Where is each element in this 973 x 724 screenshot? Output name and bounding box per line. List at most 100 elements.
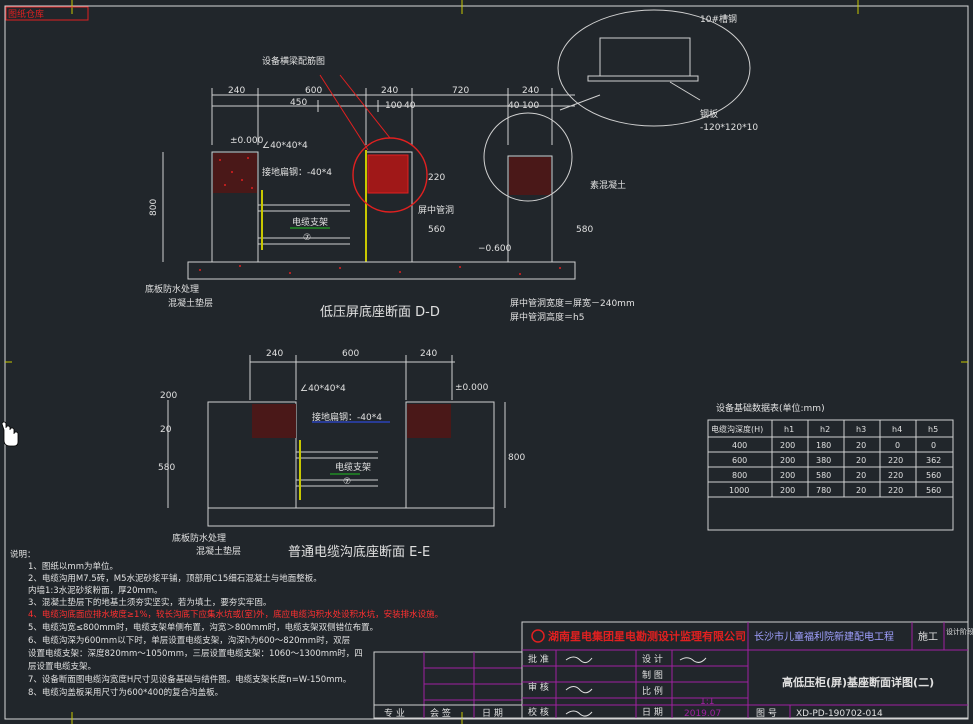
table-cell: 1000 (729, 486, 749, 495)
notes: 说明： 1、图纸以mm为单位。 2、电缆沟用M7.5砖，M5水泥砂浆平铺，顶部用… (10, 549, 443, 698)
note-line: 层设置电缆支架。 (28, 661, 96, 672)
dim-dd-240b: 240 (381, 86, 398, 96)
table-cell: 362 (926, 456, 941, 465)
dim-dd-580: 580 (576, 225, 593, 235)
note-line: 2、电缆沟用M7.5砖，M5水泥砂浆平铺，顶部用C15细石混凝土与地面整板。 (28, 573, 322, 584)
label-design: 设 计 (642, 653, 663, 665)
sign-label-countersign: 会 签 (430, 707, 451, 719)
hand-cursor-icon (1, 421, 19, 447)
label-level-top-ee: ±0.000 (455, 383, 489, 393)
table-cell: 20 (856, 456, 866, 465)
table-cell: 0 (895, 441, 900, 450)
table-cell: 780 (816, 486, 831, 495)
dim-dd-220: 220 (428, 173, 445, 183)
label-approve: 批 准 (528, 653, 549, 665)
table-header-1: h1 (784, 425, 794, 434)
dim-dd-720: 720 (452, 86, 469, 96)
section-ee-title: 普通电缆沟底座断面 E-E (288, 544, 430, 560)
label-equip-callout: 设备横梁配筋图 (262, 55, 325, 67)
label-note-hole1: 屏中管洞宽度＝屏宽－240mm (510, 297, 635, 309)
dim-dd-240a: 240 (228, 86, 245, 96)
label-plate: 钢板 (700, 108, 718, 120)
table-cell: 220 (888, 471, 903, 480)
label-drawing-no: 图 号 (756, 708, 777, 719)
table-cell: 200 (780, 441, 795, 450)
label-drafting: 制 图 (642, 669, 663, 681)
table-cell: 200 (780, 486, 795, 495)
dim-dd-100a: 100 (385, 101, 402, 111)
label-cable-support-ee: 电缆支架 (335, 461, 371, 473)
label-callout-num-dd: ⑦ (303, 233, 311, 243)
sign-label-date: 日 期 (482, 708, 503, 719)
table-header-0: 电缆沟深度(H) (711, 424, 763, 434)
table-cell: 560 (926, 471, 941, 480)
dim-dd-100b: 100 (522, 101, 539, 111)
equipment-table: 设备基础数据表(单位:mm) 电缆沟深度(H) h1 h2 h3 h4 h5 4… (707, 402, 954, 531)
title-block: 专 业 会 签 日 期 湖南星电集团星电勘测设计监理有限公司 长沙市儿童福利院新… (373, 621, 973, 719)
label-fill-soil-dd: 素混凝土 (590, 179, 626, 191)
dim-ee-200: 200 (160, 391, 177, 401)
dim-dd-560: 560 (428, 225, 445, 235)
table-cell: 800 (732, 471, 747, 480)
label-callout-num-ee: ⑦ (343, 477, 351, 487)
note-line: 设置电缆支架：深度820mm～1050mm，三层设置电缆支架：1060～1300… (28, 648, 363, 659)
dim-dd-40b: 40 (508, 101, 520, 111)
note-line: 6、电缆沟深为600mm以下时，单层设置电缆支架，沟深h为600～820mm时，… (28, 635, 350, 646)
table-cell: 380 (816, 456, 831, 465)
label-grounding-ee: 接地扁钢：-40*4 (312, 411, 382, 423)
dim-dd-240c: 240 (522, 86, 539, 96)
signatures (565, 656, 707, 717)
label-check: 校 核 (528, 706, 549, 718)
top-tag-box (5, 6, 89, 21)
notes-heading: 说明： (10, 549, 36, 560)
table-cell: 20 (856, 486, 866, 495)
table-cell: 0 (931, 441, 936, 450)
label-base-concrete-ee: 混凝土垫层 (196, 545, 241, 557)
label-level-top-dd: ±0.000 (230, 136, 264, 146)
dim-ee-240b: 240 (420, 349, 437, 359)
table-cell: 560 (926, 486, 941, 495)
label-steel-ee: ∠40*40*4 (300, 384, 346, 394)
top-tag: 图纸仓库 (8, 8, 44, 20)
label-scale: 比 例 (642, 685, 663, 697)
table-cell: 180 (816, 441, 831, 450)
value-date: 2019.07 (684, 709, 721, 719)
table-cell: 580 (816, 471, 831, 480)
label-level-bottom-dd: −0.600 (478, 244, 512, 254)
dim-ee-800: 800 (508, 453, 525, 463)
section-dd: 240 600 240 720 240 450 100 40 40 100 80… (145, 9, 758, 323)
company-name: 湖南星电集团星电勘测设计监理有限公司 (548, 629, 746, 643)
dim-dd-800: 800 (149, 199, 159, 216)
table-cell: 220 (888, 486, 903, 495)
label-cable-support-dd: 电缆支架 (292, 216, 328, 228)
dim-ee-20: 20 (160, 425, 172, 435)
project-name: 长沙市儿童福利院新建配电工程 (754, 630, 894, 643)
dim-ee-580: 580 (158, 463, 175, 473)
label-date: 日 期 (642, 707, 663, 718)
dim-dd-40a: 40 (404, 101, 416, 111)
table-header-2: h2 (820, 425, 830, 434)
note-line: 内墙1:3水泥砂浆粉面，厚20mm。 (28, 585, 163, 596)
table-cell: 600 (732, 456, 747, 465)
note-line: 3、混凝土垫层下的地基土须夯实坚实，若为填土，要夯实牢固。 (28, 597, 271, 608)
label-note-hole2: 屏中管洞高度＝h5 (510, 311, 584, 323)
table-header-3: h3 (856, 425, 866, 434)
label-review: 审 核 (528, 681, 549, 693)
label-base-concrete-dd: 混凝土垫层 (168, 297, 213, 309)
table-title: 设备基础数据表(单位:mm) (716, 402, 825, 414)
note-line: 1、图纸以mm为单位。 (28, 561, 118, 572)
dim-dd-450: 450 (290, 98, 307, 108)
section-ee: 240 600 240 ∠40*40*4 ±0.000 接地扁钢：-40*4 电… (158, 349, 525, 560)
stage-label: 施工 (918, 630, 938, 643)
table-cell: 220 (888, 456, 903, 465)
table-header-4: h4 (892, 425, 902, 434)
label-mid-height-dd: 屏中管洞 (418, 204, 454, 216)
value-scale: 1:1 (700, 697, 714, 707)
table-cell: 20 (856, 441, 866, 450)
stage-design: 设计阶段 (946, 627, 973, 636)
label-base-waterproof-dd: 底板防水处理 (145, 283, 199, 295)
label-grounding-dd: 接地扁钢：-40*4 (262, 166, 332, 178)
dim-ee-600: 600 (342, 349, 359, 359)
drawing-title: 高低压柜(屏)基座断面详图(二) (782, 675, 934, 689)
